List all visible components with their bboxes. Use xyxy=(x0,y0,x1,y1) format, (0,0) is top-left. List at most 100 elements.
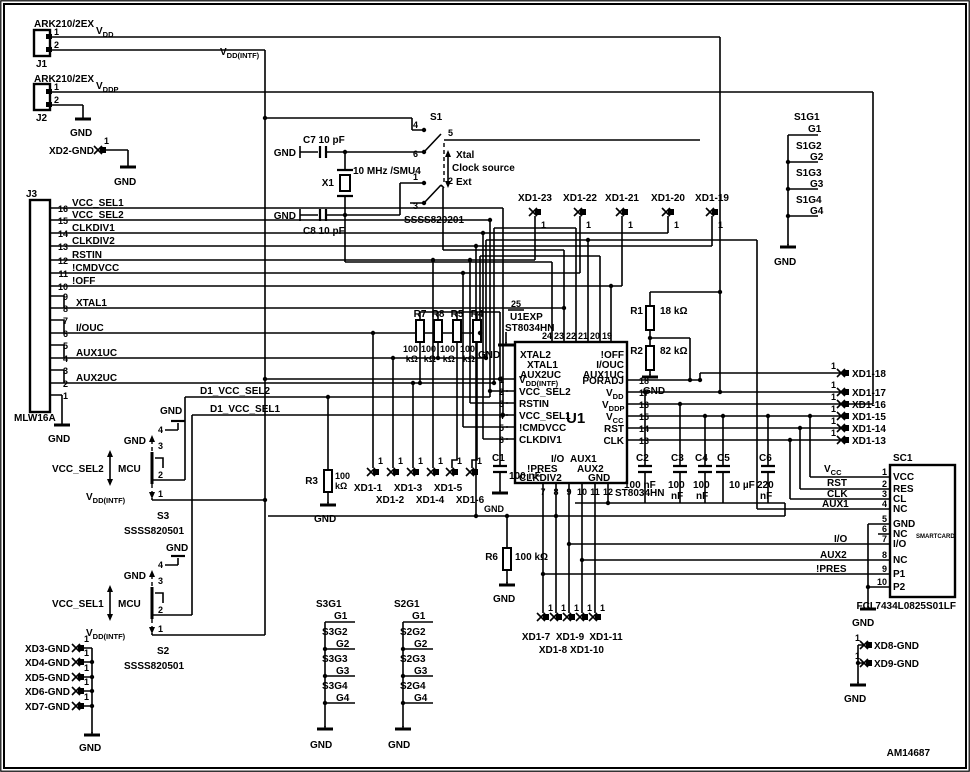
schematic-label: XD1-16 xyxy=(852,400,886,411)
schematic-label: CLK xyxy=(603,436,624,447)
schematic-label: 7 xyxy=(63,316,68,326)
schematic-label: XD1-10 xyxy=(570,645,604,656)
schematic-label: S1G4 xyxy=(796,195,822,206)
schematic-label: J1 xyxy=(36,59,48,70)
schematic-label: 18 kΩ xyxy=(660,306,687,317)
schematic-label: ST8034HN xyxy=(615,488,664,499)
schematic-label: VCC xyxy=(893,472,914,483)
schematic-label: GND xyxy=(643,386,665,397)
schematic-label: R6 xyxy=(485,552,498,563)
schematic-label: VCC_SEL1 xyxy=(52,599,104,610)
schematic-label: 6 xyxy=(499,435,504,445)
schematic-label: GND xyxy=(124,571,146,582)
schematic-label: VDD(INTF) xyxy=(519,375,559,388)
schematic-label: GND xyxy=(484,504,505,514)
schematic-label: GND xyxy=(844,694,866,705)
schematic-label: GND xyxy=(160,406,182,417)
schematic-label: XD1-6 xyxy=(456,495,485,506)
schematic-label: 100 nF xyxy=(624,480,656,491)
schematic-label: Xtal xyxy=(456,150,475,161)
schematic-label: 220 xyxy=(757,480,774,491)
resistor-r3 xyxy=(323,469,333,493)
schematic-label: XD1-15 xyxy=(852,412,886,423)
schematic-label: XD2-GND xyxy=(49,146,94,157)
schematic-label: S3G2 xyxy=(322,627,348,638)
schematic-label: J2 xyxy=(36,113,48,124)
schematic-label: 9 xyxy=(63,292,68,302)
schematic-label: !OFF xyxy=(601,350,624,361)
schematic-label: C2 xyxy=(636,453,649,464)
schematic-label: 16 xyxy=(639,400,649,410)
schematic-label: 82 kΩ xyxy=(660,346,687,357)
schematic-label: XD1-4 xyxy=(416,495,445,506)
schematic-label: AUX2UC xyxy=(76,373,117,384)
schematic-label: XD1-2 xyxy=(376,495,405,506)
schematic-label: GND xyxy=(774,257,796,268)
schematic-label: 1 xyxy=(674,220,679,230)
schematic-label: 100 xyxy=(335,471,350,481)
schematic-label: 4 xyxy=(882,499,887,509)
schematic-label: XD1-23 xyxy=(518,193,552,204)
schematic-label: 1 xyxy=(54,82,59,92)
schematic-label: S3G1 xyxy=(316,599,342,610)
schematic-label: NC xyxy=(893,529,907,540)
schematic-label: 1 xyxy=(831,428,836,438)
schematic-label: R4 xyxy=(471,309,484,320)
schematic-label: XD1-1 xyxy=(354,483,383,494)
schematic-label: D1_VCC_SEL2 xyxy=(200,386,270,397)
schematic-label: 4 xyxy=(63,354,68,364)
schematic-label: GND xyxy=(893,519,915,530)
schematic-label: 3 xyxy=(63,366,68,376)
schematic-label: VCC_SEL2 xyxy=(519,387,571,398)
schematic-label: G2 xyxy=(414,639,428,650)
schematic-label: R2 xyxy=(630,346,643,357)
schematic-label: 1 xyxy=(398,456,403,466)
schematic-label: C5 xyxy=(717,453,730,464)
schematic-label: 2 xyxy=(158,470,163,480)
schematic-label: nF xyxy=(760,491,772,502)
schematic-label: 25 xyxy=(511,299,521,309)
schematic-label: 2 xyxy=(499,387,504,397)
schematic-label: C3 xyxy=(671,453,684,464)
schematic-label: GND xyxy=(852,618,874,629)
schematic-label: X1 xyxy=(322,178,335,189)
schematic-label: 1 xyxy=(63,391,68,401)
schematic-label: RST xyxy=(604,424,624,435)
schematic-label: 1 xyxy=(855,633,860,643)
schematic-label: 2 xyxy=(54,95,59,105)
schematic-label: kΩ xyxy=(424,354,436,364)
schematic-label: XD1-11 xyxy=(589,632,623,643)
j1-connector xyxy=(32,28,52,58)
schematic-label: 21 xyxy=(578,331,588,341)
resistor-r5 xyxy=(452,319,462,343)
schematic-label: G1 xyxy=(808,124,822,135)
schematic-label: 9 xyxy=(882,564,887,574)
schematic-label: AUX1 xyxy=(570,454,597,465)
schematic-label: XD1-3 xyxy=(394,483,423,494)
schematic-label: 2 xyxy=(54,40,59,50)
schematic-label: I/OUC xyxy=(596,360,624,371)
schematic-label: U1EXP xyxy=(510,312,543,323)
schematic-label: 1 xyxy=(84,692,89,702)
schematic-label: S2G2 xyxy=(400,627,426,638)
schematic-label: I/O xyxy=(893,539,907,550)
schematic-label: C8 10 pF xyxy=(303,226,345,237)
schematic-label: SSSS820501 xyxy=(124,661,184,672)
schematic-label: RSTIN xyxy=(72,250,102,261)
xd2-gnd-testpoint xyxy=(93,145,107,155)
schematic-label: ARK210/2EX xyxy=(34,74,94,85)
schematic-label: 5 xyxy=(882,514,887,524)
schematic-label: VDD xyxy=(606,388,624,401)
schematic-label: XTAL2 xyxy=(520,350,551,361)
schematic-label: GND xyxy=(166,543,188,554)
schematic-label: 100 xyxy=(668,480,685,491)
schematic-label: G4 xyxy=(336,693,350,704)
schematic-label: 100 xyxy=(460,344,475,354)
schematic-label: 10 µF xyxy=(729,480,755,491)
schematic-label: G1 xyxy=(334,611,348,622)
switch-s2 xyxy=(149,554,185,634)
schematic-label: AUX2 xyxy=(577,464,604,475)
schematic-label: S2 xyxy=(157,646,170,657)
schematic-label: S1G2 xyxy=(796,141,822,152)
schematic-label: 7 xyxy=(540,487,545,497)
